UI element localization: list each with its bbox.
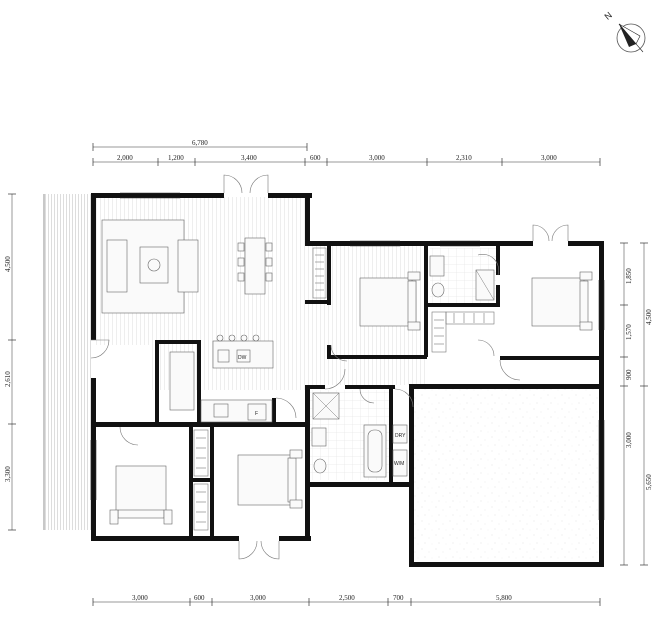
bedroom-furniture [109, 271, 593, 525]
dim-bottom-6: 5,800 [496, 594, 512, 602]
dim-right-outer-1: 4,500 [645, 309, 653, 325]
dim-right-outer-2: 5,650 [645, 474, 653, 490]
deck [44, 194, 93, 530]
dim-bottom-1: 3,000 [132, 594, 148, 602]
dim-top-3: 3,400 [241, 154, 257, 162]
bathroom-fixtures [311, 255, 495, 478]
walls [91, 193, 604, 567]
fridge-label: F [255, 411, 258, 417]
dim-right-inner-3: 900 [625, 369, 633, 380]
dim-top-7: 3,000 [541, 154, 557, 162]
washer-label: W/M [394, 461, 404, 467]
living-furniture [101, 219, 273, 314]
dim-left-3: 3,300 [4, 466, 12, 482]
dim-top-2: 1,200 [168, 154, 184, 162]
dim-left-1: 4,500 [4, 256, 12, 272]
dim-right-inner-4: 3,000 [625, 432, 633, 448]
dim-top-6: 2,310 [456, 154, 472, 162]
compass-label: N [602, 10, 613, 22]
dim-bottom-3: 3,000 [250, 594, 266, 602]
dim-right-inner-2: 1,570 [625, 324, 633, 340]
dim-left-2: 2,610 [4, 371, 12, 387]
dim-bottom-2: 600 [194, 594, 205, 602]
dryer-label: DRY [395, 433, 406, 439]
dim-bottom-5: 700 [393, 594, 404, 602]
dim-bottom-4: 2,500 [339, 594, 355, 602]
dimension-lines [8, 143, 648, 606]
north-arrow-icon [616, 23, 646, 53]
kitchen [169, 334, 274, 423]
doors [90, 174, 569, 560]
dishwasher-label: DW [238, 355, 247, 361]
dim-right-inner-1: 1,850 [625, 268, 633, 284]
dim-top-4: 600 [310, 154, 321, 162]
dim-top-5: 3,000 [369, 154, 385, 162]
dim-top-overall: 6,780 [192, 139, 208, 147]
garage-floor [414, 388, 600, 564]
windows [90, 192, 605, 520]
wardrobes [193, 247, 495, 531]
dim-top-1: 2,000 [117, 154, 133, 162]
